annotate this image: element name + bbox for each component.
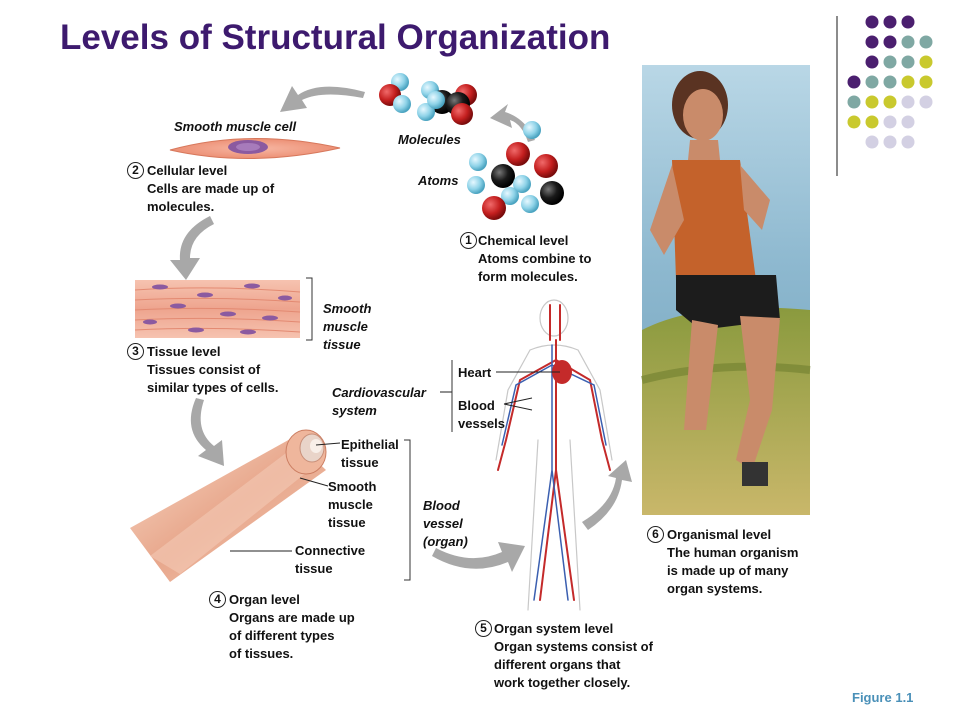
level-5-description: Organ system level Organ systems consist…	[494, 621, 653, 690]
smooth-muscle-cell-illustration	[169, 138, 341, 159]
level-3-description: Tissue level Tissues consist of similar …	[147, 344, 279, 395]
flow-arrow-tissue-to-organ	[190, 398, 224, 466]
label-molecules: Molecules	[398, 132, 461, 147]
decor-dot	[883, 15, 897, 29]
label-smooth-muscle-tissue: Smooth muscle tissue	[323, 301, 372, 352]
decor-dot	[883, 55, 897, 69]
decor-dot	[919, 95, 933, 109]
decor-dot	[847, 115, 861, 129]
flow-arrow-molecules-to-cell	[280, 86, 365, 112]
decor-dot	[883, 75, 897, 89]
smooth-muscle-tissue-illustration	[134, 277, 313, 341]
level-1-number: 1	[460, 232, 477, 249]
label-epithelial-tissue: Epithelial tissue	[341, 437, 399, 470]
decor-dot	[865, 135, 879, 149]
flow-arrow-system-to-organism	[582, 460, 632, 530]
decor-dot	[901, 15, 915, 29]
level-4-description: Organ level Organs are made up of differ…	[229, 592, 355, 661]
decor-dot	[847, 95, 861, 109]
decor-dot	[883, 35, 897, 49]
decor-dot	[901, 115, 915, 129]
level-6-description: Organismal level The human organism is m…	[667, 527, 799, 596]
level-2-description: Cellular level Cells are made up of mole…	[147, 163, 275, 214]
flow-arrow-cell-to-tissue	[170, 216, 214, 280]
level-6-number: 6	[647, 526, 664, 543]
level-2-number: 2	[127, 162, 144, 179]
label-connective-tissue: Connective tissue	[295, 543, 366, 576]
decor-divider	[836, 16, 838, 176]
decor-dot	[847, 75, 861, 89]
decor-dot	[865, 95, 879, 109]
decor-dot	[883, 135, 897, 149]
decor-dot-grid	[847, 15, 933, 149]
decor-dot	[865, 15, 879, 29]
decor-dot	[865, 75, 879, 89]
figure-label: Figure 1.1	[852, 690, 914, 705]
label-smooth-muscle-cell: Smooth muscle cell	[174, 119, 297, 134]
decor-dot	[865, 35, 879, 49]
flow-arrow-atoms-to-molecules	[490, 104, 535, 142]
molecules-cluster	[379, 73, 477, 125]
decor-dot	[919, 75, 933, 89]
cardiovascular-system-illustration	[495, 299, 613, 611]
label-blood-vessel-organ: Blood vessel (organ)	[423, 498, 468, 549]
decor-dot	[865, 55, 879, 69]
decor-dot	[901, 75, 915, 89]
decor-dot	[883, 115, 897, 129]
decor-dot	[901, 35, 915, 49]
page-title: Levels of Structural Organization	[60, 18, 611, 57]
atoms-cluster	[467, 121, 564, 220]
label-organ-smooth-muscle-tissue: Smooth muscle tissue	[328, 479, 377, 530]
decor-dot	[901, 55, 915, 69]
decor-dot	[865, 115, 879, 129]
decor-dot	[901, 95, 915, 109]
label-cardiovascular-system: Cardiovascular system	[332, 385, 426, 418]
decor-dot	[919, 35, 933, 49]
label-atoms: Atoms	[418, 173, 459, 188]
level-5-number: 5	[475, 620, 492, 637]
decor-dot	[901, 135, 915, 149]
blood-vessel-organ-illustration	[130, 429, 411, 582]
runner-photo	[641, 65, 811, 515]
label-heart: Heart	[458, 365, 492, 380]
level-4-number: 4	[209, 591, 226, 608]
decor-dot	[919, 55, 933, 69]
decor-dot	[883, 95, 897, 109]
flow-arrow-organ-to-system	[432, 542, 525, 572]
level-1-description: Chemical level Atoms combine to form mol…	[478, 233, 592, 284]
label-blood-vessels: Blood vessels	[458, 398, 505, 431]
level-3-number: 3	[127, 343, 144, 360]
